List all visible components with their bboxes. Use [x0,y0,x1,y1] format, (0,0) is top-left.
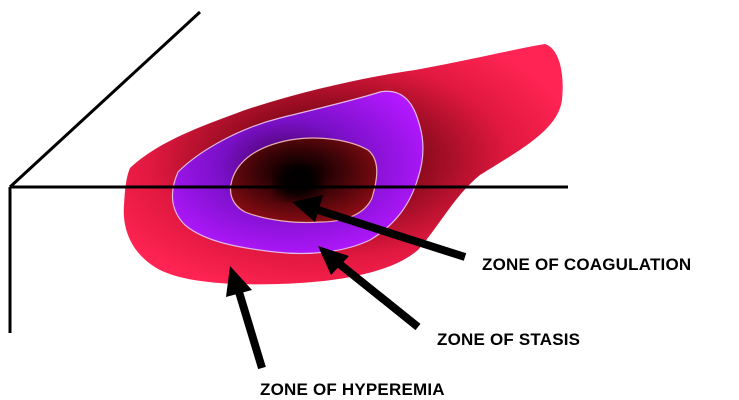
label-zone-stasis: ZONE OF STASIS [437,330,580,349]
coagulation-core [276,167,320,199]
label-zone-coagulation: ZONE OF COAGULATION [482,255,691,274]
label-zone-hyperemia: ZONE OF HYPEREMIA [260,380,445,399]
